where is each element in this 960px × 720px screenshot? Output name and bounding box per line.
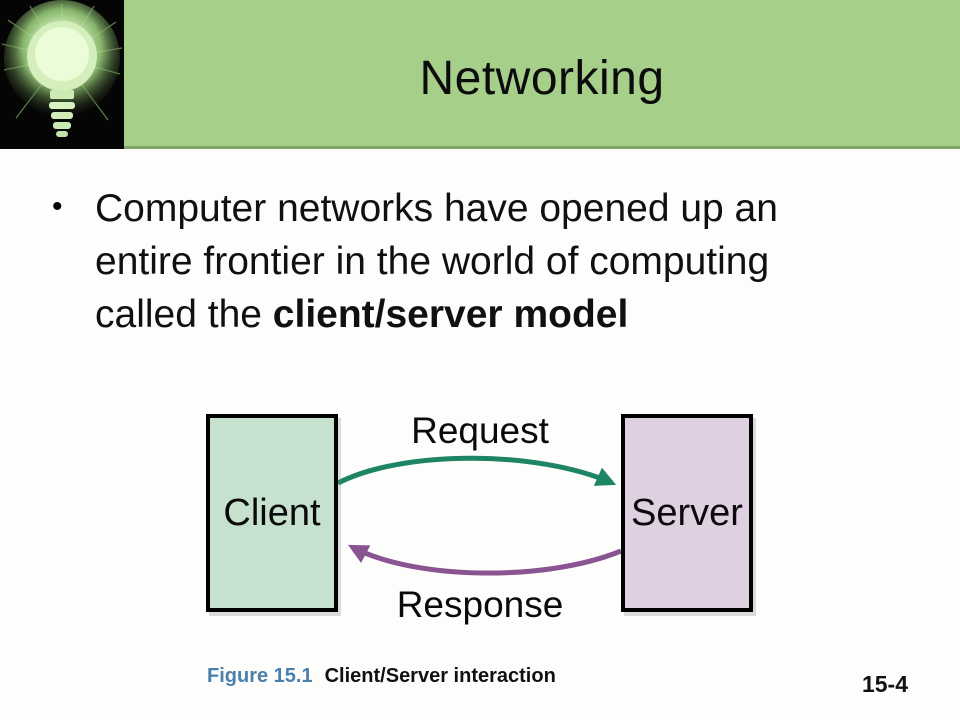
bullet-text: Computer networks have opened up an enti… xyxy=(95,182,778,341)
slide-title: Networking xyxy=(419,51,665,105)
client-label: Client xyxy=(223,491,321,534)
figure-number: Figure 15.1 xyxy=(207,665,313,687)
server-label: Server xyxy=(631,491,743,534)
bullet-marker: • xyxy=(52,190,63,223)
request-label: Request xyxy=(411,410,549,451)
bullet-line-3-bold: client/server model xyxy=(272,293,629,336)
response-label: Response xyxy=(396,584,564,625)
server-box: Server xyxy=(621,414,753,612)
figure-caption-text: Client/Server interaction xyxy=(324,665,556,687)
arrows-canvas xyxy=(336,455,622,576)
bullet-line-2: entire frontier in the world of computin… xyxy=(95,240,770,283)
bullet-line-1: Computer networks have opened up an xyxy=(95,187,778,230)
client-box: Client xyxy=(206,414,338,612)
page-number: 15-4 xyxy=(861,671,908,697)
lightbulb-icon xyxy=(0,0,124,149)
response-arrow xyxy=(348,544,622,576)
bullet-line-3: called the xyxy=(95,293,273,336)
request-arrow xyxy=(336,455,617,486)
header-band xyxy=(0,0,960,149)
bullet-block: • Computer networks have opened up an en… xyxy=(52,182,912,341)
figure-caption: Figure 15.1 Client/Server interaction xyxy=(207,665,556,688)
